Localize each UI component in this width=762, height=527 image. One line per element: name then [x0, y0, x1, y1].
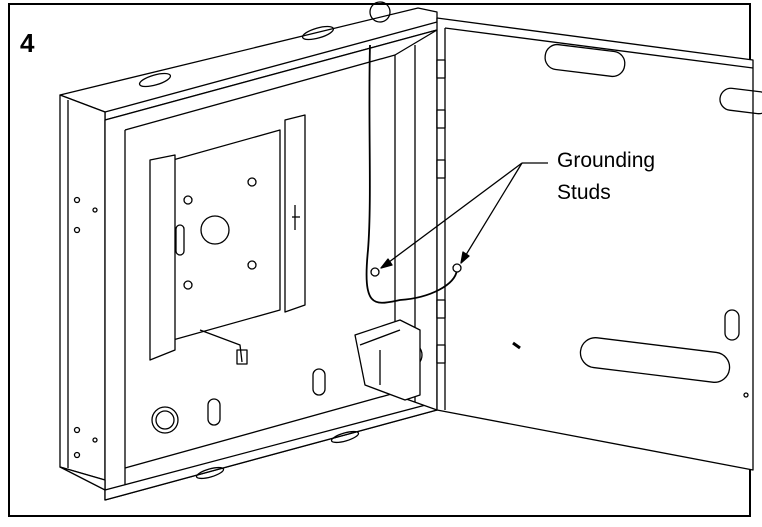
door-panel — [436, 17, 754, 471]
plate-center-hole — [200, 215, 230, 245]
callout-label-line1: Grounding — [557, 149, 656, 172]
grounding-stud-enclosure — [370, 267, 380, 277]
conduit-bracket — [354, 319, 421, 401]
enclosure-left-wall — [59, 94, 106, 481]
callout-label-line2: Studs — [557, 181, 611, 204]
grounding-stud-door — [452, 263, 462, 273]
door-slot-top — [544, 43, 626, 78]
step-number: 4 — [20, 28, 35, 58]
mounting-bracket — [149, 114, 306, 365]
callout-leaders — [380, 162, 548, 269]
arrowhead-enclosure — [380, 258, 393, 269]
enclosure-door — [436, 17, 762, 471]
arrowhead-door — [460, 251, 470, 264]
door-slot-bottom — [579, 337, 731, 383]
grounding-wire — [365, 44, 462, 304]
